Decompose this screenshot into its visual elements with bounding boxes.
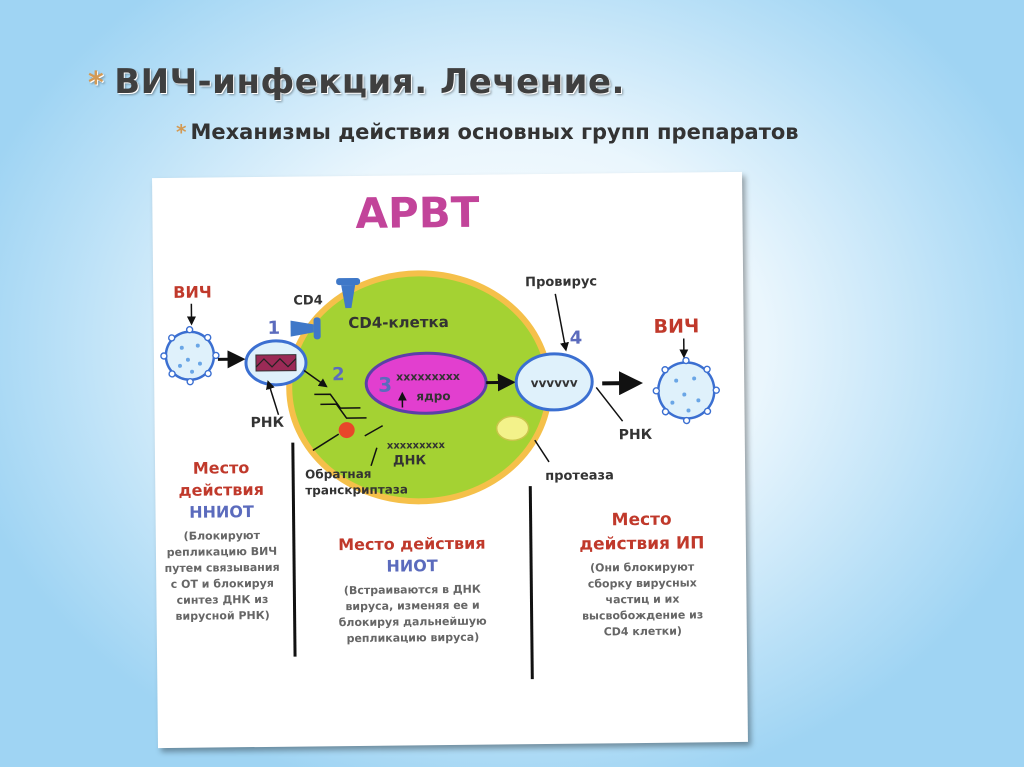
rt-label-line2: транскриптаза — [305, 482, 408, 497]
viral-rna-strand — [255, 357, 297, 368]
slide-subtitle-text: Механизмы действия основных групп препар… — [190, 120, 799, 144]
pi-desc-1: (Они блокируют — [590, 560, 695, 574]
rna-right-pointer — [595, 387, 624, 422]
cd4-label: CD4 — [293, 293, 323, 308]
reverse-transcriptase-icon — [338, 422, 355, 439]
protease-icon — [495, 415, 530, 442]
pi-desc-3: частиц и их — [605, 593, 679, 607]
diagram-heading: АРВТ — [355, 188, 480, 238]
nrti-title-1: Место действия — [338, 534, 486, 555]
pi-title-2: действия ИП — [579, 533, 704, 554]
arvt-diagram: АРВТ CD4-клетка 3 xxxxxxxxx ядро 1 CD4 — [160, 188, 720, 680]
step-2-number: 2 — [332, 364, 345, 385]
dna-slash — [370, 447, 378, 467]
arvt-figure: АРВТ CD4-клетка 3 xxxxxxxxx ядро 1 CD4 — [152, 171, 748, 749]
cd4-cell-label: CD4-клетка — [348, 313, 449, 332]
nucleus-label: ядро — [416, 389, 450, 403]
nrti-desc-1: (Встраиваются в ДНК — [344, 583, 481, 597]
step-3-number: 3 — [378, 373, 392, 397]
rna-label-right: РНК — [619, 427, 653, 443]
slide-title-text: ВИЧ-инфекция. Лечение. — [114, 62, 625, 102]
nrti-desc-2: вируса, изменяя ее и — [345, 599, 479, 613]
cd4-receptor-side — [290, 317, 321, 340]
dna-to-nucleus-line — [364, 425, 384, 437]
dna-strand-lower — [320, 403, 367, 419]
rna-left-pointer — [266, 380, 280, 416]
hiv-label-left: ВИЧ — [173, 282, 212, 301]
hiv-virus-left — [160, 326, 220, 386]
provirus-pointer — [554, 293, 569, 352]
nnrti-desc-2: репликацию ВИЧ — [167, 545, 278, 559]
step-1-number: 1 — [268, 318, 281, 339]
pi-desc-5: CD4 клетки) — [604, 625, 682, 639]
nnrti-block: Место действия ННИОТ (Блокируют репликац… — [165, 458, 280, 623]
pi-desc-4: высвобождение из — [582, 608, 703, 622]
nrti-block: Место действия НИОТ (Встраиваются в ДНК … — [338, 534, 487, 645]
separator-right — [528, 486, 534, 680]
provirus-label: Провирус — [525, 274, 597, 290]
cd4-receptor-top — [336, 277, 361, 309]
nnrti-desc-3: путем связывания — [165, 561, 280, 575]
rna-label-left: РНК — [251, 415, 285, 431]
subtitle-bullet-icon: * — [176, 120, 187, 144]
nnrti-title-3: ННИОТ — [189, 502, 254, 522]
nnrti-desc-6: вирусной РНК) — [175, 609, 269, 623]
nnrti-desc-4: с ОТ и блокируя — [171, 577, 274, 591]
provirus-marks: vvvvvv — [531, 376, 578, 390]
nrti-desc-4: репликацию вируса) — [346, 631, 479, 645]
nnrti-title-2: действия — [179, 480, 265, 500]
nrti-desc-3: блокируя дальнейшую — [339, 615, 487, 630]
nrti-title-2: НИОТ — [386, 556, 438, 576]
dna-strand-upper — [314, 393, 361, 409]
dna-marks: xxxxxxxxx — [387, 440, 446, 452]
slide-subtitle: *Механизмы действия основных групп препа… — [176, 120, 799, 144]
pi-block: Место действия ИП (Они блокируют сборку … — [579, 510, 704, 639]
hiv-label-right: ВИЧ — [654, 315, 700, 337]
nnrti-desc-5: синтез ДНК из — [176, 593, 268, 607]
step-2-arrow — [303, 369, 328, 388]
nnrti-desc-1: (Блокируют — [184, 529, 261, 543]
nnrti-title-1: Место — [193, 458, 250, 478]
separator-left — [291, 442, 297, 657]
slide-title: * ВИЧ-инфекция. Лечение. — [88, 62, 625, 102]
dna-label: ДНК — [393, 453, 427, 468]
step-4-number: 4 — [570, 328, 583, 349]
hiv-virus-right — [652, 356, 720, 425]
pi-title-1: Место — [612, 510, 672, 531]
provirus-vesicle — [514, 352, 594, 412]
pi-desc-2: сборку вирусных — [588, 576, 697, 590]
protease-pointer — [534, 439, 550, 463]
nucleus-marks: xxxxxxxxx — [396, 370, 460, 384]
rt-pointer — [312, 433, 340, 452]
rt-label-line1: Обратная — [305, 467, 371, 482]
title-bullet-icon: * — [88, 66, 105, 101]
protease-label: протеаза — [545, 468, 614, 484]
